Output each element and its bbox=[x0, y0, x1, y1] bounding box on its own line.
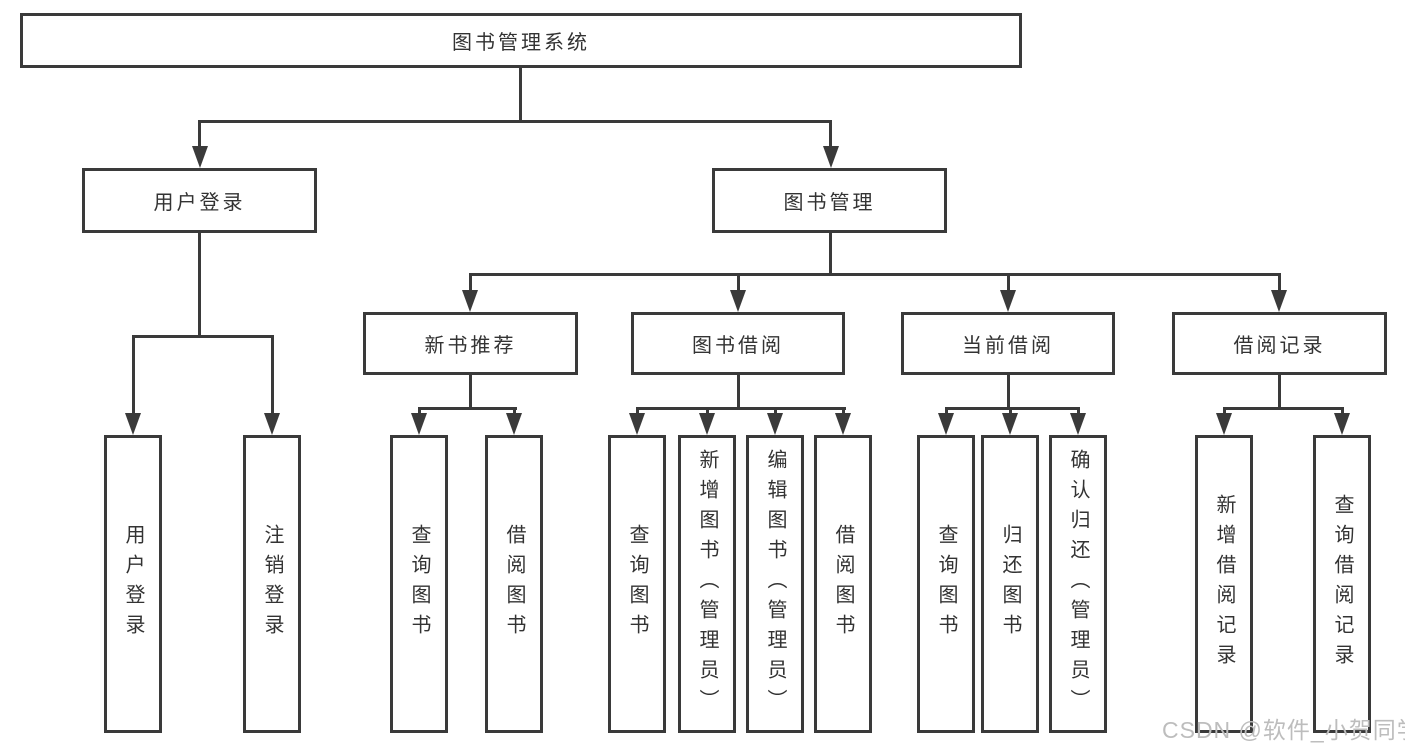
leaf-return-books: 归还图书 bbox=[981, 435, 1039, 733]
arrow-down-icon bbox=[1000, 290, 1016, 312]
arrow-down-icon bbox=[411, 413, 427, 435]
node-label: 借阅记录 bbox=[1233, 335, 1326, 357]
node-label: 图书管理 bbox=[783, 192, 876, 214]
connector-line bbox=[829, 120, 832, 148]
connector-line bbox=[469, 375, 472, 409]
connector-line bbox=[945, 407, 1080, 410]
arrow-down-icon bbox=[1271, 290, 1287, 312]
arrow-down-icon bbox=[506, 413, 522, 435]
leaf-add-books-admin: 新增图书（管理员） bbox=[678, 435, 736, 733]
leaf-label: 查询图书 bbox=[935, 524, 957, 644]
leaf-query-borrow-record: 查询借阅记录 bbox=[1313, 435, 1371, 733]
leaf-confirm-return-admin: 确认归还（管理员） bbox=[1049, 435, 1107, 733]
connector-line bbox=[1223, 407, 1344, 410]
leaf-label: 新增图书（管理员） bbox=[696, 449, 718, 719]
connector-line bbox=[1077, 407, 1080, 415]
connector-line bbox=[636, 407, 846, 410]
leaf-edit-books-admin: 编辑图书（管理员） bbox=[746, 435, 804, 733]
node-book-management: 图书管理 bbox=[712, 168, 947, 233]
leaf-label: 查询借阅记录 bbox=[1331, 494, 1353, 674]
arrow-down-icon bbox=[462, 290, 478, 312]
leaf-label: 注销登录 bbox=[261, 524, 283, 644]
connector-line bbox=[198, 120, 832, 123]
connector-line bbox=[418, 407, 421, 415]
leaf-label: 借阅图书 bbox=[503, 524, 525, 644]
arrow-down-icon bbox=[192, 146, 208, 168]
leaf-label: 查询图书 bbox=[408, 524, 430, 644]
leaf-label: 新增借阅记录 bbox=[1213, 494, 1235, 674]
connector-line bbox=[519, 68, 522, 120]
leaf-borrow-books: 借阅图书 bbox=[814, 435, 872, 733]
connector-line bbox=[945, 407, 948, 415]
arrow-down-icon bbox=[629, 413, 645, 435]
csdn-watermark: CSDN @软件_小贺同学 bbox=[1162, 717, 1405, 743]
connector-line bbox=[198, 233, 201, 335]
leaf-borrow-books-recommend: 借阅图书 bbox=[485, 435, 543, 733]
arrow-down-icon bbox=[730, 290, 746, 312]
connector-line bbox=[706, 407, 709, 415]
arrow-down-icon bbox=[1216, 413, 1232, 435]
connector-line bbox=[198, 120, 201, 148]
arrow-down-icon bbox=[835, 413, 851, 435]
node-library-management-system: 图书管理系统 bbox=[20, 13, 1022, 68]
node-label: 图书管理系统 bbox=[452, 32, 590, 54]
arrow-down-icon bbox=[1334, 413, 1350, 435]
connector-line bbox=[271, 335, 274, 415]
arrow-down-icon bbox=[264, 413, 280, 435]
connector-line bbox=[132, 335, 135, 415]
leaf-label: 借阅图书 bbox=[832, 524, 854, 644]
leaf-label: 确认归还（管理员） bbox=[1067, 449, 1089, 719]
connector-line bbox=[842, 407, 845, 415]
connector-line bbox=[1009, 407, 1012, 415]
node-label: 当前借阅 bbox=[962, 335, 1054, 357]
node-label: 用户登录 bbox=[153, 192, 246, 214]
node-new-book-recommend: 新书推荐 bbox=[363, 312, 578, 375]
node-book-borrow: 图书借阅 bbox=[631, 312, 845, 375]
connector-line bbox=[774, 407, 777, 415]
leaf-query-books-current: 查询图书 bbox=[917, 435, 975, 733]
leaf-add-borrow-record: 新增借阅记录 bbox=[1195, 435, 1253, 733]
connector-line bbox=[469, 273, 1281, 276]
leaf-label: 编辑图书（管理员） bbox=[764, 449, 786, 719]
node-user-login: 用户登录 bbox=[82, 168, 317, 233]
connector-line bbox=[418, 407, 517, 410]
arrow-down-icon bbox=[1002, 413, 1018, 435]
connector-line bbox=[829, 233, 832, 273]
node-borrow-records: 借阅记录 bbox=[1172, 312, 1387, 375]
leaf-logout: 注销登录 bbox=[243, 435, 301, 733]
leaf-label: 用户登录 bbox=[122, 524, 144, 644]
connector-line bbox=[737, 375, 740, 409]
leaf-query-books-borrow: 查询图书 bbox=[608, 435, 666, 733]
arrow-down-icon bbox=[125, 413, 141, 435]
node-label: 新书推荐 bbox=[424, 335, 517, 357]
connector-line bbox=[1007, 375, 1010, 409]
connector-line bbox=[469, 273, 472, 293]
leaf-label: 归还图书 bbox=[999, 524, 1021, 644]
node-label: 图书借阅 bbox=[692, 335, 784, 357]
connector-line bbox=[513, 407, 516, 415]
connector-line bbox=[1223, 407, 1226, 415]
arrow-down-icon bbox=[938, 413, 954, 435]
connector-line bbox=[636, 407, 639, 415]
arrow-down-icon bbox=[699, 413, 715, 435]
connector-line bbox=[1278, 375, 1281, 409]
leaf-label: 查询图书 bbox=[626, 524, 648, 644]
leaf-user-login: 用户登录 bbox=[104, 435, 162, 733]
arrow-down-icon bbox=[1070, 413, 1086, 435]
leaf-query-books-recommend: 查询图书 bbox=[390, 435, 448, 733]
connector-line bbox=[132, 335, 274, 338]
arrow-down-icon bbox=[823, 146, 839, 168]
connector-line bbox=[1341, 407, 1344, 415]
arrow-down-icon bbox=[767, 413, 783, 435]
node-current-borrow: 当前借阅 bbox=[901, 312, 1115, 375]
connector-line bbox=[1007, 273, 1010, 293]
connector-line bbox=[1278, 273, 1281, 293]
connector-line bbox=[737, 273, 740, 293]
